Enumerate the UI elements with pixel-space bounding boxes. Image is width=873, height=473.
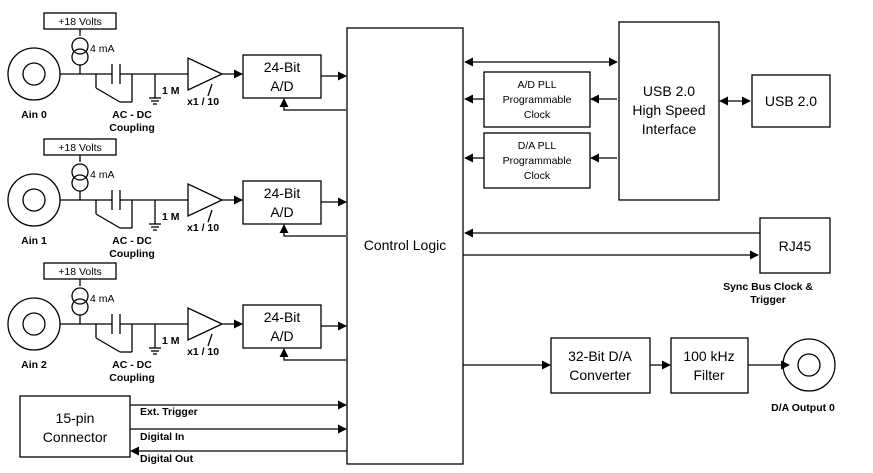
- coupling-label-line2: Coupling: [109, 122, 155, 134]
- analog-channel-2: +18 Volts 4 mA AC - DC Coupling: [7, 262, 347, 384]
- usb-port-label: USB 2.0: [765, 93, 817, 109]
- connector-box: [19, 395, 131, 458]
- current-source-icon: [71, 287, 89, 324]
- current-label: 4 mA: [90, 169, 115, 181]
- amplifier-icon: [187, 182, 224, 218]
- current-label: 4 mA: [90, 43, 115, 55]
- da-pll-box: [483, 132, 591, 189]
- ad-pll-line1: A/D PLL: [517, 79, 556, 91]
- supply-voltage-label: +18 Volts: [58, 142, 102, 154]
- supply-voltage-label: +18 Volts: [58, 16, 102, 28]
- current-label: 4 mA: [90, 293, 115, 305]
- usb-interface-box: [618, 21, 720, 201]
- adc-box: [242, 304, 322, 349]
- resistor-ground-icon: [149, 74, 161, 105]
- adc-label-line1: 24-Bit: [264, 309, 301, 325]
- usb-interface-line2: High Speed: [632, 102, 705, 118]
- capacitor-icon: [111, 190, 121, 210]
- filter-line1: 100 kHz: [683, 348, 734, 364]
- resistor-label: 1 M: [162, 211, 180, 223]
- rj45-label: RJ45: [779, 238, 812, 254]
- input-label: Ain 2: [21, 359, 47, 371]
- capacitor-icon: [111, 64, 121, 84]
- coupling-switch-icon: [95, 200, 133, 229]
- adc-label-line2: A/D: [270, 328, 293, 344]
- resistor-ground-icon: [149, 200, 161, 231]
- da-pll-line3: Clock: [524, 170, 551, 182]
- amplifier-icon: [187, 56, 224, 92]
- control-logic-box: [346, 27, 464, 465]
- ad-pll-box: [483, 71, 591, 128]
- gain-label: x1 / 10: [187, 346, 219, 358]
- connector-line1: 15-pin: [56, 410, 95, 426]
- analog-channel-0: +18 Volts 4 mA AC - DC Coupling: [7, 12, 347, 134]
- usb-interface-line3: Interface: [642, 121, 697, 137]
- input-label: Ain 1: [21, 235, 47, 247]
- current-source-icon: [71, 163, 89, 200]
- coupling-label-line1: AC - DC: [112, 359, 152, 371]
- resistor-ground-icon: [149, 324, 161, 355]
- dac-box: [550, 337, 651, 394]
- da-output-label: D/A Output 0: [771, 402, 835, 414]
- bnc-connector-icon: [7, 173, 61, 227]
- digital-in-label: Digital In: [140, 431, 184, 443]
- sync-bus-line2: Trigger: [750, 294, 786, 306]
- usb-interface-line1: USB 2.0: [643, 83, 695, 99]
- adc-label-line1: 24-Bit: [264, 185, 301, 201]
- bnc-connector-icon: [7, 47, 61, 101]
- sync-bus-line1: Sync Bus Clock &: [723, 281, 813, 293]
- dac-line1: 32-Bit D/A: [568, 348, 632, 364]
- capacitor-icon: [111, 314, 121, 334]
- ext-trigger-label: Ext. Trigger: [140, 406, 198, 418]
- adc-box: [242, 180, 322, 225]
- filter-line2: Filter: [693, 367, 724, 383]
- usb-port-box: [751, 74, 831, 128]
- input-label: Ain 0: [21, 109, 47, 121]
- coupling-switch-icon: [95, 74, 133, 103]
- dac-line2: Converter: [569, 367, 631, 383]
- bnc-connector-icon: [7, 297, 61, 351]
- coupling-switch-icon: [95, 324, 133, 353]
- gain-label: x1 / 10: [187, 96, 219, 108]
- da-pll-line2: Programmable: [503, 155, 572, 167]
- coupling-label-line1: AC - DC: [112, 109, 152, 121]
- gain-label: x1 / 10: [187, 222, 219, 234]
- adc-label-line2: A/D: [270, 78, 293, 94]
- current-source-icon: [71, 37, 89, 74]
- bnc-output-icon: [782, 338, 836, 392]
- resistor-label: 1 M: [162, 335, 180, 347]
- coupling-label-line2: Coupling: [109, 248, 155, 260]
- digital-out-label: Digital Out: [140, 453, 194, 465]
- adc-label-line2: A/D: [270, 204, 293, 220]
- da-pll-line1: D/A PLL: [518, 140, 557, 152]
- supply-voltage-label: +18 Volts: [58, 266, 102, 278]
- adc-label-line1: 24-Bit: [264, 59, 301, 75]
- ad-pll-line2: Programmable: [503, 94, 572, 106]
- amplifier-icon: [187, 306, 224, 342]
- control-logic-label: Control Logic: [364, 237, 447, 253]
- coupling-label-line2: Coupling: [109, 372, 155, 384]
- rj45-box: [759, 217, 831, 274]
- connector-line2: Connector: [43, 429, 108, 445]
- coupling-label-line1: AC - DC: [112, 235, 152, 247]
- ad-pll-line3: Clock: [524, 109, 551, 121]
- resistor-label: 1 M: [162, 85, 180, 97]
- analog-channel-1: +18 Volts 4 mA AC - DC Coupling: [7, 138, 347, 260]
- filter-box: [670, 337, 749, 394]
